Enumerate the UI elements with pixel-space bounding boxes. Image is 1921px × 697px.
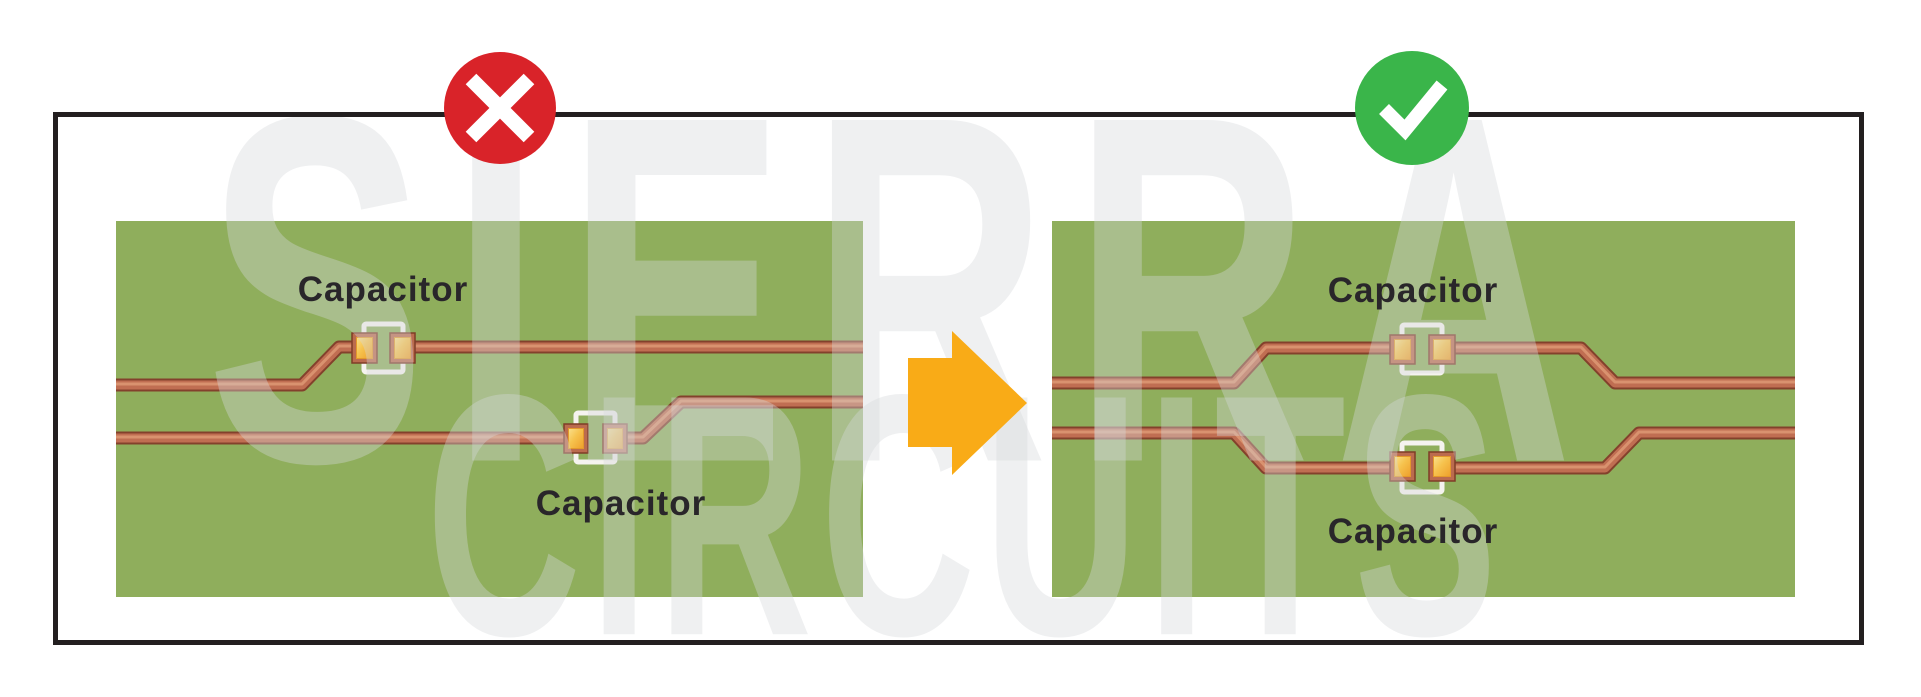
capacitor-lower-right bbox=[1389, 440, 1456, 495]
capacitor-label-left-bottom: Capacitor bbox=[535, 484, 707, 523]
watermark-line1: SIERRA bbox=[206, 117, 1597, 566]
watermark-layer: SIERRA CIRCUITS bbox=[58, 117, 1859, 640]
capacitor-upper-right bbox=[1389, 322, 1456, 376]
trace-upper-right bbox=[1052, 341, 1795, 390]
capacitor-upper-left bbox=[351, 321, 416, 375]
capacitor-label-right-top: Capacitor bbox=[1327, 271, 1499, 310]
capacitor-lower-left bbox=[563, 410, 628, 465]
capacitor-label-left-top: Capacitor bbox=[297, 270, 469, 309]
pcb-panel-incorrect bbox=[116, 221, 863, 597]
pcb-artwork-left bbox=[116, 321, 863, 465]
trace-lower-right bbox=[1052, 426, 1795, 475]
pcb-artwork-right bbox=[1052, 322, 1795, 495]
trace-lower-left bbox=[116, 395, 863, 445]
pcb-panel-correct bbox=[1052, 221, 1795, 597]
capacitor-label-right-bottom: Capacitor bbox=[1327, 512, 1499, 551]
